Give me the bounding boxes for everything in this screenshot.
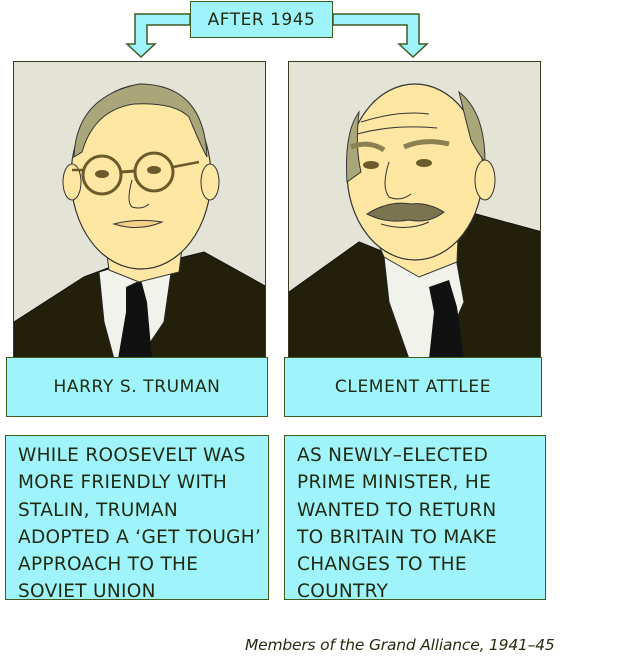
header-label: AFTER 1945 (207, 9, 316, 30)
attlee-description-box: AS NEWLY–ELECTED PRIME MINISTER, HE WANT… (284, 435, 546, 602)
attlee-description-line: COUNTRY (297, 581, 389, 603)
attlee-portrait-icon (289, 83, 540, 357)
truman-description-line: APPROACH TO THE (18, 554, 199, 576)
truman-name: HARRY S. TRUMAN (53, 377, 221, 397)
truman-name-box: HARRY S. TRUMAN (6, 357, 268, 417)
truman-description-box: WHILE ROOSEVELT WAS MORE FRIENDLY WITH S… (5, 435, 269, 602)
attlee-portrait-frame (288, 61, 541, 358)
truman-portrait-frame (13, 61, 266, 358)
attlee-name-box: CLEMENT ATTLEE (284, 357, 542, 417)
truman-description-line: ADOPTED A ‘GET TOUGH’ (18, 526, 262, 548)
attlee-description-line: AS NEWLY–ELECTED (297, 445, 489, 466)
attlee-description-line: TO BRITAIN TO MAKE (297, 526, 498, 548)
truman-description-line: SOVIET UNION (18, 581, 156, 603)
figure-caption: Members of the Grand Alliance, 1941–45 (245, 636, 555, 654)
attlee-description-line: CHANGES TO THE (297, 554, 467, 576)
arrow-left-icon (125, 13, 191, 59)
connector-arrows (125, 13, 429, 59)
truman-description-line: WHILE ROOSEVELT WAS (18, 445, 246, 466)
truman-description-line: STALIN, TRUMAN (18, 499, 178, 521)
header-after-1945: AFTER 1945 (190, 1, 333, 38)
arrow-right-icon (332, 13, 429, 59)
attlee-description-line: PRIME MINISTER, HE (297, 472, 492, 494)
truman-description-line: MORE FRIENDLY WITH (18, 472, 228, 494)
attlee-description-line: WANTED TO RETURN (297, 499, 497, 521)
attlee-name: CLEMENT ATTLEE (334, 377, 492, 397)
truman-portrait-icon (14, 83, 265, 357)
